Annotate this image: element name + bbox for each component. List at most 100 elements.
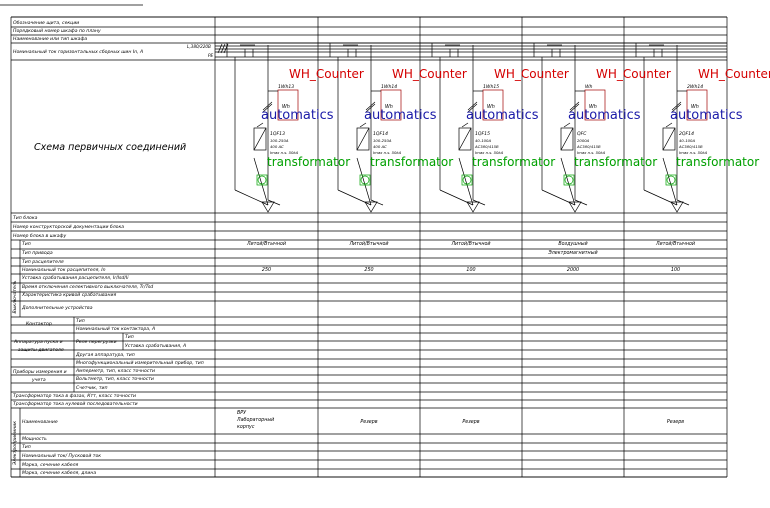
consumer-name-value: Резерв xyxy=(360,419,377,425)
motor-label: защиты двигателя xyxy=(18,348,64,353)
slash-mark xyxy=(467,103,478,113)
breaker-contact xyxy=(563,122,571,128)
consumer-row-label: Марка, сечение кабеля, длина xyxy=(22,470,96,476)
automatics-label: automatics xyxy=(466,108,539,123)
cable-end-symbol xyxy=(466,201,480,213)
breaker-spec: AC380/415B xyxy=(474,144,499,149)
row-label: Обозначение щита, секции xyxy=(13,20,79,26)
consumer-row-label: Номинальный ток/ Пусковой ток xyxy=(22,453,101,459)
consumer-row-label: Наименование xyxy=(22,419,58,425)
schematic xyxy=(215,42,727,213)
breaker-contact xyxy=(665,122,673,128)
breaker-spec: Imax n.s. 50kA xyxy=(475,150,504,155)
contactor-row-label: Номинальный ток контактора, А xyxy=(76,326,155,332)
cable-end-symbol xyxy=(364,201,378,213)
meter-box xyxy=(686,89,708,121)
breaker-row-label: Дополнительные устройства xyxy=(21,305,93,311)
feeder-4 xyxy=(635,43,708,213)
ct-symbol xyxy=(564,175,574,185)
contactor-label: Контактор xyxy=(26,321,52,327)
row-label: Порядковый номер шкафа по плану xyxy=(13,28,101,34)
breaker-type-value: Литой/Втычной xyxy=(246,241,286,247)
breaker-spec: 40-100A xyxy=(475,138,491,143)
row-label: Номинальный ток горизонтальных сборных ш… xyxy=(13,49,143,55)
meter-box xyxy=(482,89,504,121)
breaker-spec: Imax n.s. 50kA xyxy=(679,150,708,155)
relay-label: Реле перегрузки xyxy=(76,339,117,345)
consumer-row-label: Тип xyxy=(22,444,31,450)
feeder-3 xyxy=(533,43,606,213)
automatics-label: automatics xyxy=(364,108,437,123)
meter-box-label: Wh xyxy=(589,104,597,110)
overlay-labels: WH_Counter automatics transformator WH_Coun… xyxy=(261,67,770,169)
consumer-group-label: Электроприемник xyxy=(12,421,18,466)
ct-row-label: Трансформатор тока в фазах, Ктт, класс т… xyxy=(13,393,136,399)
meter-box-label: Wh xyxy=(487,104,495,110)
relay-row-label: Тип xyxy=(125,334,134,340)
branch xyxy=(643,189,678,206)
meter-row-label: Счетчик, тип xyxy=(76,385,107,391)
breaker-diag xyxy=(662,127,676,151)
branch xyxy=(541,189,576,206)
meter-designation: Wh xyxy=(585,84,593,90)
slash-mark xyxy=(569,101,580,111)
rated-current-value: 250 xyxy=(364,267,373,273)
branch xyxy=(458,157,474,206)
row-label: Номер конструкторской документации блока xyxy=(13,224,124,230)
wh-counter-label: WH_Counter xyxy=(596,67,671,81)
slash-mark xyxy=(569,103,580,113)
breaker-designation: QFC xyxy=(577,131,587,137)
relay-row-label: Уставка срабатывания, А xyxy=(125,343,186,349)
meter-designation: 1Wh15 xyxy=(483,84,499,90)
meter-row-label: Вольтметр, тип, класс точности xyxy=(76,376,154,382)
consumer-name-value: Резерв xyxy=(462,419,479,425)
ct-frame xyxy=(359,174,371,186)
meter-row-label: Многофункциональный измерительный прибор… xyxy=(76,360,204,366)
contactor-row-label: Тип xyxy=(76,318,85,324)
slash-mark xyxy=(262,101,273,111)
consumer-row-label: Марка, сечение кабеля xyxy=(22,462,79,468)
automatics-label: automatics xyxy=(568,108,641,123)
breaker-spec: 100-250A xyxy=(270,138,289,143)
breaker-diag xyxy=(458,127,472,151)
consumer-name-value: ВРУ xyxy=(237,410,247,416)
transformator-label: transformator xyxy=(574,155,657,169)
breaker-type-value: Воздушный xyxy=(558,241,587,247)
breaker-row-label: Тип расцепителя xyxy=(22,259,64,265)
wh-counter-label: WH_Counter xyxy=(289,67,364,81)
branch xyxy=(337,189,372,206)
slash-mark xyxy=(262,103,273,113)
ct-frame xyxy=(256,174,268,186)
breaker-contact xyxy=(461,122,469,128)
meters-label: учета xyxy=(31,378,46,383)
meter-designation: 2Wh14 xyxy=(687,84,703,90)
breaker-type-value: Литой/Втычной xyxy=(348,241,388,247)
bus-label: L,380/220В xyxy=(187,44,211,49)
breaker-group-label: Выключатель xyxy=(12,280,18,313)
meter-row-label: Амперметр, тип, класс точности xyxy=(75,368,155,374)
rated-current-value: 250 xyxy=(262,267,271,273)
motor-label: Аппаратура пуска и xyxy=(13,339,63,345)
breaker-symbol xyxy=(356,127,370,151)
rated-current-value: 100 xyxy=(466,267,475,273)
meter-box-label: Wh xyxy=(691,104,699,110)
meter-box xyxy=(584,89,606,121)
slash-mark xyxy=(365,101,376,111)
breaker-contact xyxy=(359,122,367,128)
cable-end-symbol xyxy=(261,201,275,213)
branch xyxy=(356,157,372,206)
branch xyxy=(560,157,576,206)
transformator-label: transformator xyxy=(267,155,350,169)
breaker-designation: 1QF13 xyxy=(270,131,285,137)
breaker-type-value: Литой/Втычной xyxy=(655,241,695,247)
pe-label: PE xyxy=(208,53,214,58)
breaker-spec: Imax n.s. 50kA xyxy=(577,150,606,155)
breaker-contact xyxy=(256,122,264,128)
breaker-spec: 40-100A xyxy=(679,138,695,143)
breaker-symbol xyxy=(253,127,267,151)
bus-hatch xyxy=(217,43,223,54)
slash-mark xyxy=(671,101,682,111)
breaker-spec: 400 AC xyxy=(373,144,387,149)
automatics-label: automatics xyxy=(670,108,743,123)
